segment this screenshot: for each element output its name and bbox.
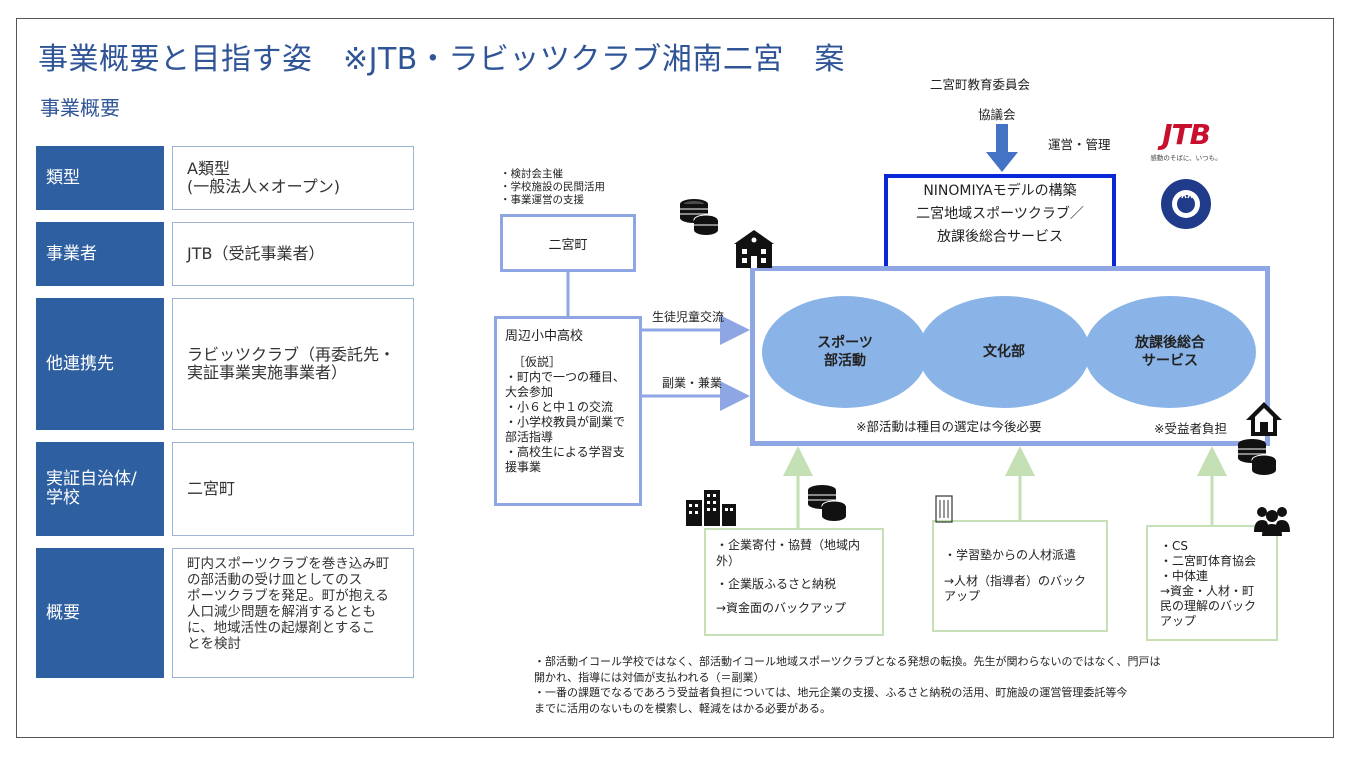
school-icon	[734, 230, 774, 268]
row-label-summary: 概要	[36, 548, 164, 678]
row-label-type: 類型	[36, 146, 164, 210]
sidejob-label: 副業・兼業	[662, 376, 723, 390]
exchange-label: 生徒児童交流	[652, 310, 725, 324]
payer-note: ※受益者負担	[1154, 421, 1227, 436]
support-box-community: ・CS ・二宮町体育協会 ・中体連 →資金・人材・町 民の理解のバック アップ	[1146, 525, 1278, 641]
council-arrow-head	[986, 152, 1018, 172]
row-value-summary: 町内スポーツクラブを巻き込み町の部活動の受け皿としてのス ポーツクラブを発足。町…	[172, 548, 414, 678]
operation-label: 運営・管理	[1048, 137, 1111, 152]
slide-frame	[16, 18, 1334, 738]
row-value-partner: ラビッツクラブ（再委託先・実証事業実施事業者）	[172, 298, 414, 430]
jtb-logo: JTB 感動のそばに、いつも。	[1150, 118, 1222, 162]
row-label-operator: 事業者	[36, 222, 164, 286]
school-box: 周辺小中高校 ［仮説］ ・町内で一つの種目、 大会参加 ・小６と中１の交流 ・小…	[494, 316, 642, 506]
club-logo	[1160, 178, 1212, 230]
office-buildings-icon	[686, 490, 736, 526]
people-group-icon	[1254, 507, 1290, 536]
slide-title: 事業概要と目指す姿 ※JTB・ラビッツクラブ湘南二宮 案	[38, 42, 845, 77]
row-value-type: A類型(一般法人×オープン)	[172, 146, 414, 210]
council-arrow-shaft	[996, 124, 1008, 154]
town-notes: ・検討会主催 ・学校施設の民間活用 ・事業運営の支援	[500, 168, 605, 207]
building-icon	[935, 495, 953, 523]
ellipse-culture: 文化部	[918, 296, 1090, 408]
club-logo-emblem	[1161, 179, 1211, 229]
house-icon	[1246, 402, 1282, 436]
coins-icon	[808, 485, 847, 521]
row-value-operator: JTB（受託事業者）	[172, 222, 414, 286]
coins-icon	[680, 199, 719, 235]
ellipse-afterschool: 放課後総合サービス	[1084, 296, 1256, 408]
club-note: ※部活動は種目の選定は今後必要	[856, 419, 1042, 434]
section-title: 事業概要	[40, 96, 120, 120]
ninomiya-model-box: NINOMIYAモデルの構築 二宮地域スポーツクラブ／ 放課後総合サービス	[884, 174, 1116, 270]
ellipse-sports: スポーツ部活動	[762, 296, 928, 408]
footer-notes: ・部活動イコール学校ではなく、部活動イコール地域スポーツクラブとなる発想の転換。…	[534, 655, 1161, 715]
row-label-partner: 他連携先	[36, 298, 164, 430]
council-label: 協議会	[978, 107, 1016, 122]
board-label: 二宮町教育委員会	[930, 77, 1031, 92]
support-box-companies: ・企業寄付・協賛（地域内 外） ・企業版ふるさと納税 →資金面のバックアップ	[704, 528, 884, 636]
coins-icon	[1238, 439, 1277, 475]
row-label-municipality: 実証自治体/学校	[36, 442, 164, 536]
town-box: 二宮町	[500, 214, 636, 272]
row-value-municipality: 二宮町	[172, 442, 414, 536]
support-box-juku: ・学習塾からの人材派遣 →人材（指導者）のバック アップ	[932, 520, 1108, 632]
